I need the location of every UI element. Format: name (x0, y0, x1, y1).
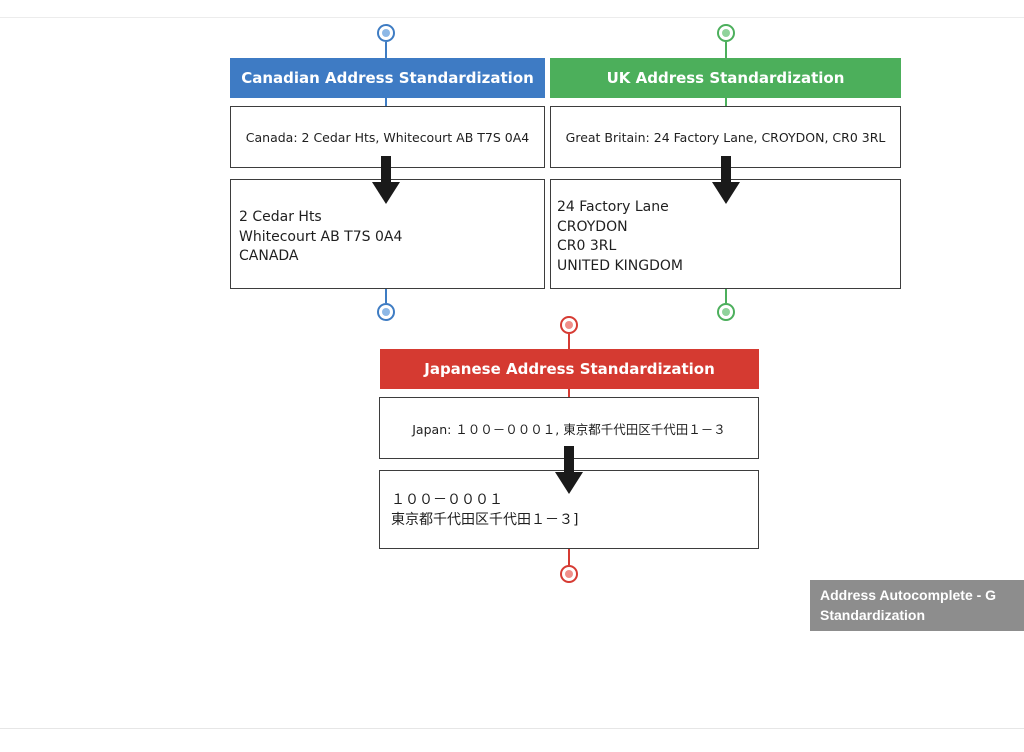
uk-output-line-3: CR0 3RL (557, 238, 617, 254)
uk-top-connector-line (725, 42, 727, 58)
uk-output-line-2: CROYDON (557, 218, 628, 235)
canada-top-connector-dot (377, 24, 395, 42)
tooltip-line-1: Address Autocomplete - G (820, 587, 997, 603)
canada-output-line-2: Whitecourt AB T7S 0A4 (239, 228, 403, 245)
canada-bottom-connector-dot (377, 303, 395, 321)
japan-output-line-2: 東京都千代田区千代田１－３] (391, 511, 579, 528)
canada-output-line-1: 2 Cedar Hts (239, 209, 322, 225)
top-divider (0, 17, 1024, 18)
uk-down-arrow-icon (712, 156, 740, 206)
uk-output-line-1: 24 Factory Lane (557, 199, 669, 215)
canada-header-connector (385, 98, 387, 106)
uk-input-text: Great Britain: 24 Factory Lane, CROYDON,… (565, 129, 886, 145)
japan-header: Japanese Address Standardization (380, 349, 759, 389)
uk-output-line-4: UNITED KINGDOM (557, 257, 683, 274)
uk-header: UK Address Standardization (550, 58, 901, 98)
japan-bottom-connector-line (568, 549, 570, 565)
uk-top-connector-dot (717, 24, 735, 42)
uk-bottom-connector-dot (717, 303, 735, 321)
japan-top-connector-dot (560, 316, 578, 334)
canada-down-arrow-icon (372, 156, 400, 206)
bottom-divider (0, 728, 1024, 729)
canada-input-text: Canada: 2 Cedar Hts, Whitecourt AB T7S 0… (245, 129, 530, 145)
japan-bottom-connector-dot (560, 565, 578, 583)
japan-down-arrow-icon (555, 446, 583, 496)
uk-bottom-connector-line (725, 289, 727, 303)
japan-input-text: Japan: １００－０００１, 東京都千代田区千代田１－３ (412, 421, 726, 437)
canada-top-connector-line (385, 42, 387, 58)
japan-output-line-1: １００－０００１ (391, 492, 503, 508)
tooltip-line-2: Standardization (820, 607, 926, 623)
uk-header-connector (725, 98, 727, 106)
canada-bottom-connector-line (385, 289, 387, 303)
tooltip: Address Autocomplete - G Standardization (810, 580, 1024, 631)
japan-header-connector (568, 389, 570, 397)
japan-top-connector-line (568, 334, 570, 349)
canada-output-box: 2 Cedar Hts Whitecourt AB T7S 0A4 CANADA (230, 179, 545, 289)
canada-header: Canadian Address Standardization (230, 58, 545, 98)
canada-output-line-3: CANADA (239, 248, 299, 264)
